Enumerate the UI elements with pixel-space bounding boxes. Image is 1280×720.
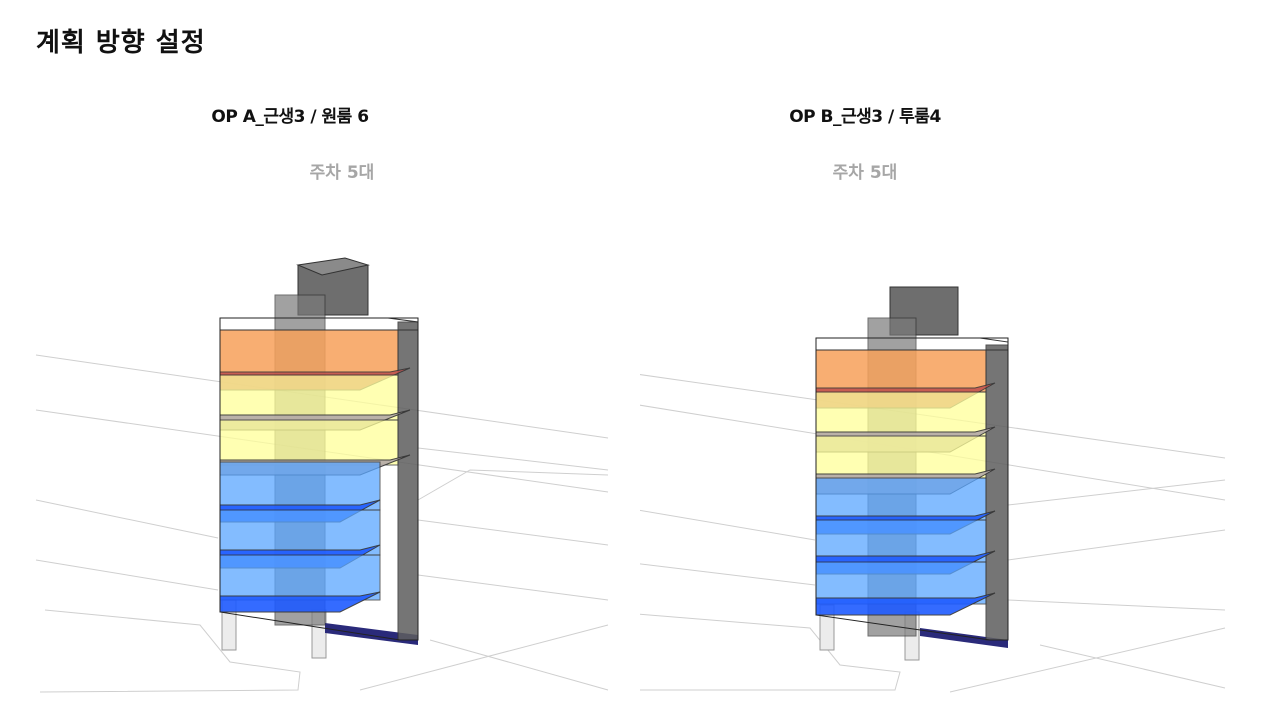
option-a-title: OP A_근생3 / 원룸 6 bbox=[211, 107, 369, 127]
option-b-building-diagram bbox=[640, 286, 1226, 693]
building-massing bbox=[815, 286, 1009, 661]
option-a-panel: OP A_근생3 / 원룸 6 주차 5대 bbox=[35, 107, 609, 693]
building-massing bbox=[219, 257, 419, 659]
option-b-panel: OP B_근생3 / 투룸4 주차 5대 bbox=[640, 0, 1280, 720]
option-a-building-diagram bbox=[35, 257, 609, 693]
option-b-title: OP B_근생3 / 투룸4 bbox=[789, 107, 941, 127]
page-title: 계획 방향 설정 bbox=[36, 28, 206, 58]
option-a-parking: 주차 5대 bbox=[309, 163, 375, 183]
option-b-parking: 주차 5대 bbox=[832, 163, 898, 183]
site-context-lines bbox=[35, 354, 609, 693]
